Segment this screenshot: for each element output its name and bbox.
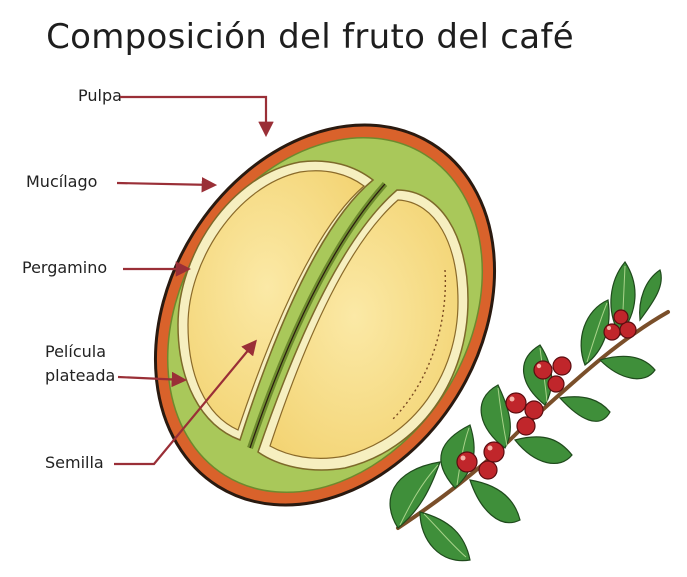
berry-highlight [460, 455, 466, 461]
arrow-semilla [114, 339, 257, 466]
label-semilla-text: Semilla [45, 453, 104, 472]
coffee-berry [524, 400, 544, 420]
coffee-berries [456, 309, 637, 480]
berry-highlight [487, 445, 493, 451]
right-bean [257, 189, 469, 471]
leaf [469, 479, 521, 524]
coffee-cherry-cross-section [153, 123, 497, 507]
coffee-berry [483, 441, 505, 463]
bean-center-line [249, 183, 386, 449]
label-pulpa-text: Pulpa [78, 86, 122, 105]
label-pelicula-plateada: Película plateada [45, 342, 188, 388]
berry-highlight [536, 363, 542, 369]
diagram-title: Composición del fruto del café [46, 17, 574, 57]
coffee-berry [603, 323, 621, 341]
right-pelicula [269, 199, 459, 459]
leaf [558, 396, 611, 422]
coffee-berry [613, 309, 629, 325]
label-pelicula-line1: Película [45, 342, 106, 361]
coffee-berry [456, 451, 478, 473]
leaf [639, 269, 662, 322]
label-mucilago: Mucílago [26, 172, 218, 193]
coffee-berry [478, 460, 498, 480]
leaf-vein [497, 387, 508, 447]
label-mucilago-text: Mucílago [26, 172, 97, 191]
coffee-berry [619, 321, 637, 339]
leaf-vein [423, 513, 467, 558]
left-pelicula [187, 170, 365, 431]
leaf [480, 384, 511, 449]
arrow-mucilago [116, 177, 218, 193]
left-bean [177, 160, 375, 441]
coffee-berry [547, 375, 565, 393]
coffee-branch-illustration [389, 260, 670, 562]
coffee-berry [516, 416, 536, 436]
label-pulpa: Pulpa [78, 86, 274, 138]
label-pergamino-text: Pergamino [22, 258, 107, 277]
coffee-berry [533, 360, 553, 380]
coffee-berry [505, 392, 527, 414]
coffee-berry [552, 356, 572, 376]
label-semilla: Semilla [45, 339, 257, 472]
berry-highlight [607, 326, 611, 330]
leaf-vein [399, 464, 439, 526]
arrow-pulpa [120, 95, 274, 138]
berry-highlights [460, 326, 611, 461]
arrow-pelicula [117, 371, 188, 388]
label-pergamino: Pergamino [22, 258, 192, 277]
berry-highlight [509, 396, 515, 402]
label-pelicula-line2: plateada [45, 366, 115, 385]
leaf [598, 355, 656, 380]
leaf-vein [586, 302, 608, 363]
leaf [513, 436, 573, 464]
